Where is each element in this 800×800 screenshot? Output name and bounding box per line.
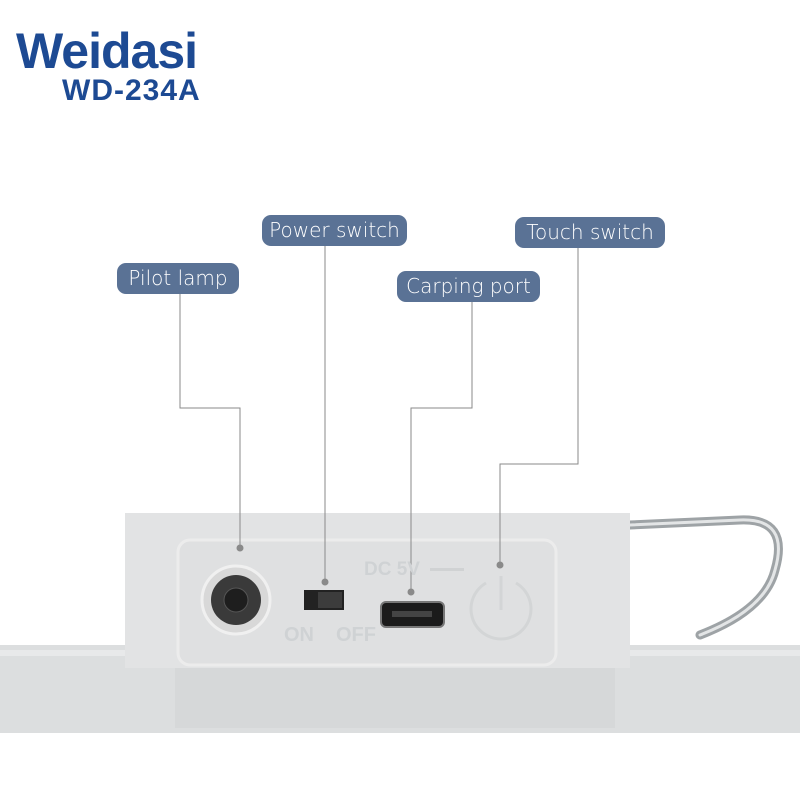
brand-logo: Weidasi [16, 23, 198, 79]
label-power-switch: Power switch [262, 215, 407, 246]
leader-lines [179, 246, 579, 592]
label-touch-switch: Touch switch [515, 217, 665, 248]
on-marking: ON [284, 624, 314, 646]
model-number: WD-234A [62, 74, 201, 107]
label-charging-port: Carping port [397, 271, 540, 302]
off-marking: OFF [336, 624, 376, 646]
control-panel [176, 538, 558, 667]
touch-switch [469, 581, 533, 641]
voltage-marking: DC 5V [364, 559, 420, 580]
label-pilot-lamp: Pilot lamp [117, 263, 239, 294]
hanging-hook [625, 515, 783, 640]
